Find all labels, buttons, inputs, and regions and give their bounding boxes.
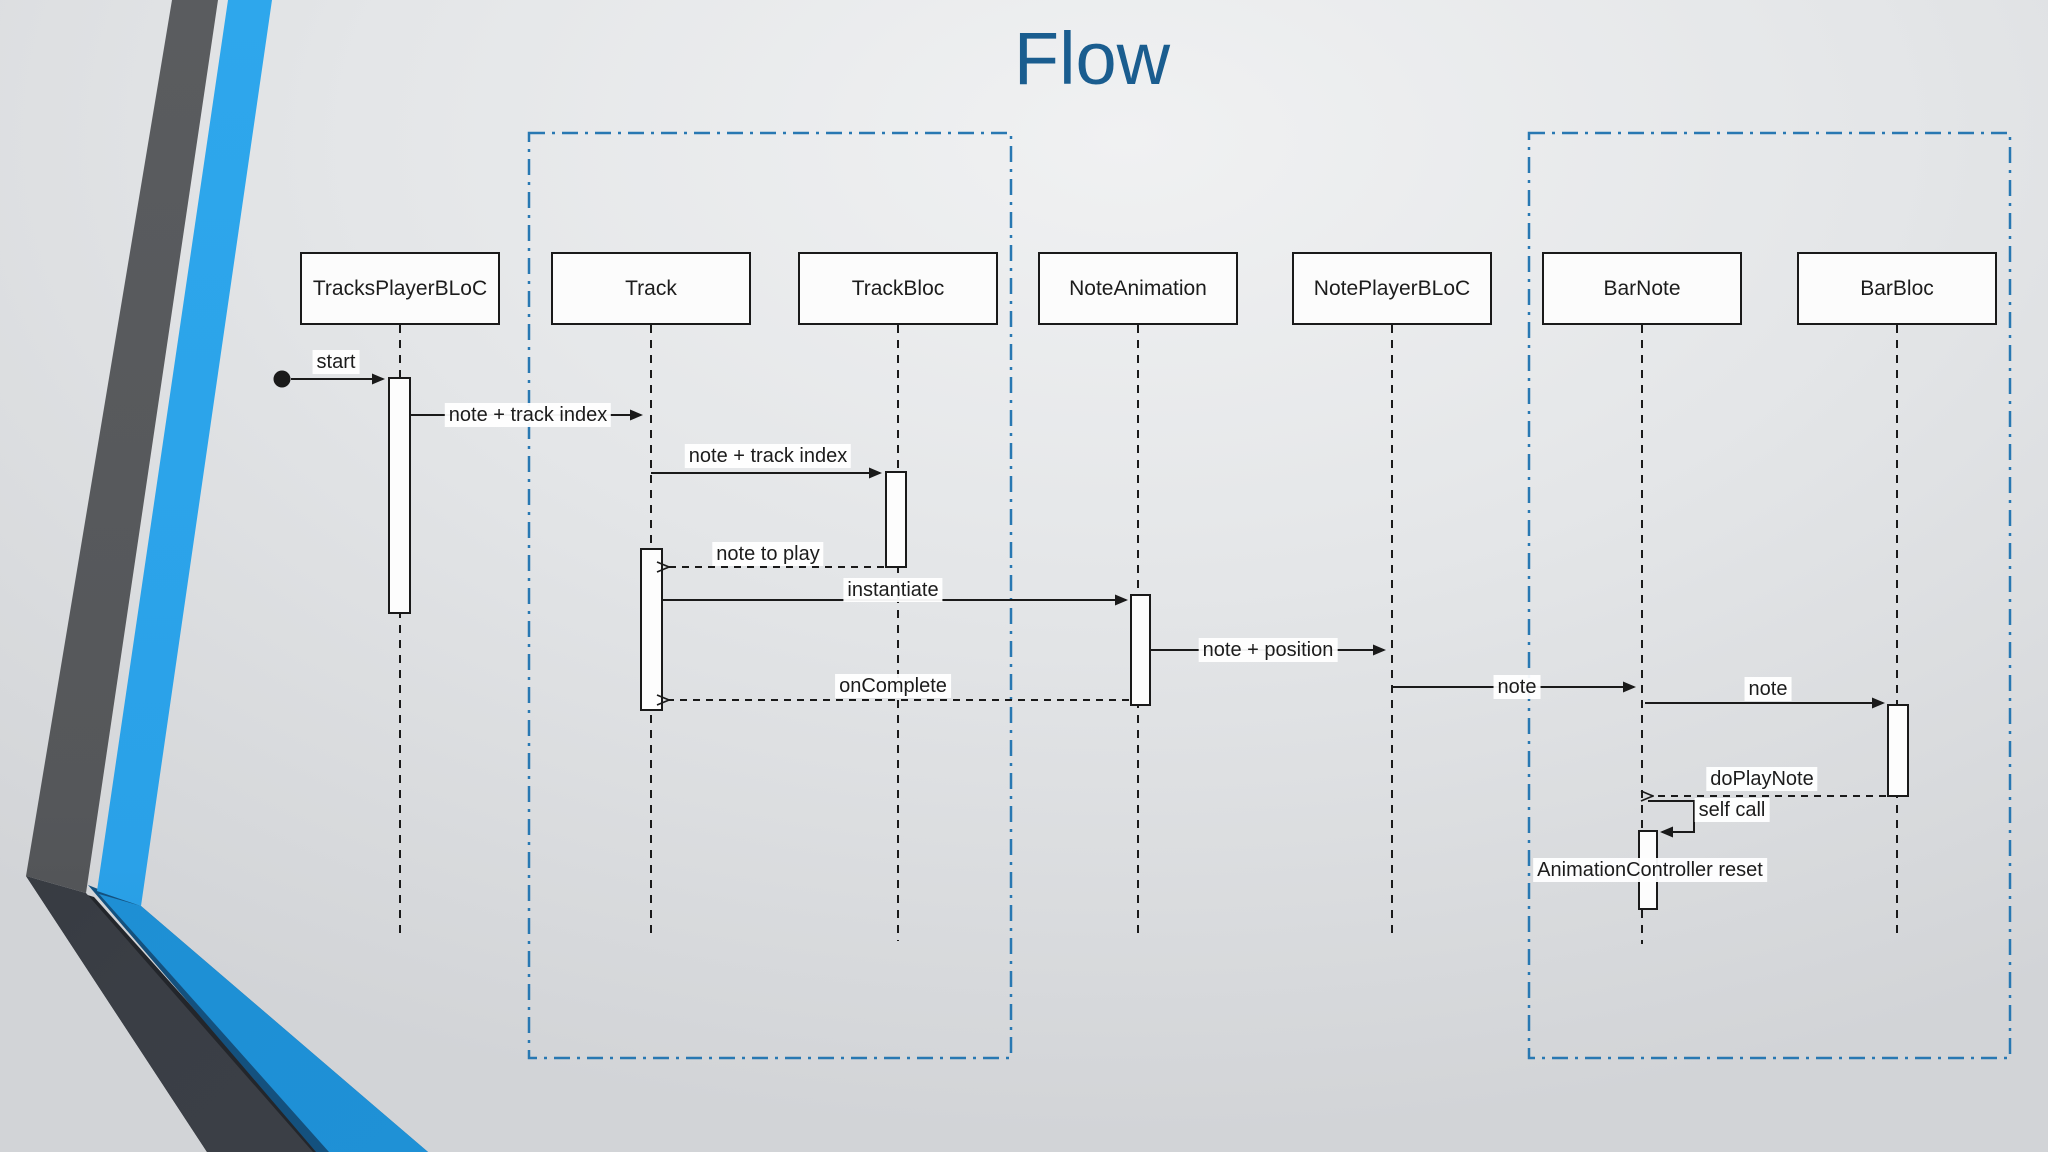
lifeline-name: NotePlayerBLoC [1313, 276, 1471, 300]
activation-tracksplayerbloc [388, 377, 411, 614]
message-label-note-track-index-2: note + track index [684, 444, 852, 468]
lifeline-head-trackbloc: TrackBloc [798, 252, 998, 325]
message-label-note-track-index-1: note + track index [444, 403, 612, 427]
message-label-note-1: note [1493, 675, 1541, 699]
lifeline-head-barnote: BarNote [1542, 252, 1742, 325]
lifeline-name: Track [625, 276, 677, 300]
lifeline-head-barbloc: BarBloc [1797, 252, 1997, 325]
lifeline-name: TracksPlayerBLoC [312, 276, 488, 300]
start-circle-icon [273, 370, 291, 388]
activation-track [640, 548, 663, 711]
lifeline-head-noteanimation: NoteAnimation [1038, 252, 1238, 325]
message-label-self-call: self call [1694, 798, 1770, 822]
lifeline-name: TrackBloc [851, 276, 945, 300]
activation-barbloc [1887, 704, 1909, 797]
page-title: Flow [1013, 17, 1171, 100]
arrow-self-call [1648, 800, 1695, 838]
lifeline-head-tracksplayerbloc: TracksPlayerBLoC [300, 252, 500, 325]
lifeline-name: BarNote [1603, 276, 1681, 300]
message-label-animationcontroller-reset: AnimationController reset [1533, 858, 1767, 882]
lifeline-name: BarBloc [1860, 276, 1934, 300]
lifeline-head-track: Track [551, 252, 751, 325]
message-label-instantiate: instantiate [843, 578, 943, 602]
message-label-oncomplete: onComplete [835, 674, 951, 698]
activation-noteanimation [1130, 594, 1151, 706]
message-label-doplaynote: doPlayNote [1706, 767, 1818, 791]
activation-trackbloc [885, 471, 907, 568]
boundary-track-group [527, 131, 1013, 1060]
message-label-note-2: note [1744, 677, 1792, 701]
boundary-bar-group [1527, 131, 2012, 1060]
message-label-start: start [312, 350, 360, 374]
message-label-note-to-play: note to play [712, 542, 824, 566]
message-label-note-position: note + position [1198, 638, 1338, 662]
lifeline-head-noteplayerbloc: NotePlayerBLoC [1292, 252, 1492, 325]
lifeline-name: NoteAnimation [1069, 276, 1207, 300]
